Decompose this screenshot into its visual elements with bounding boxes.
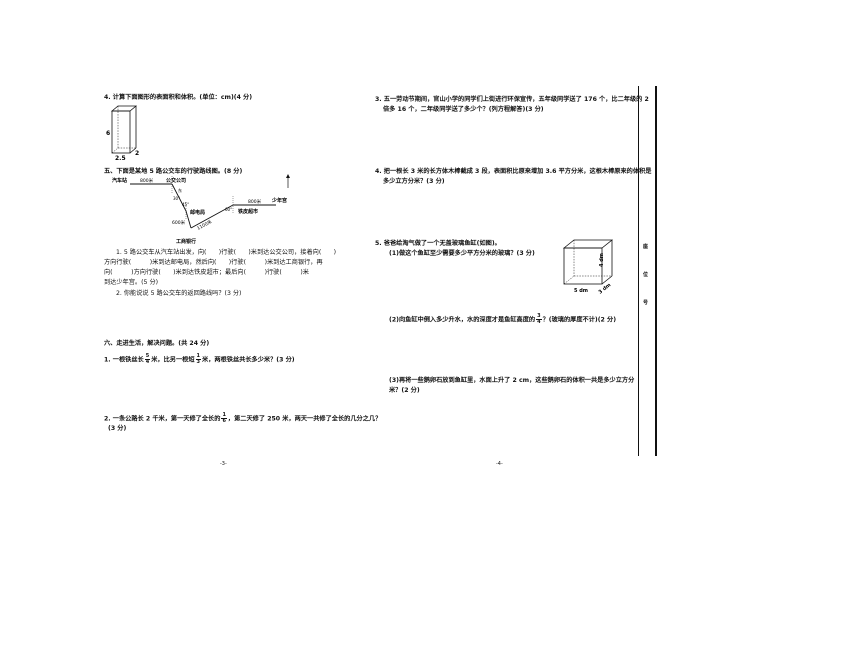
problem-1-part-c: 米，两根铁丝共长多少米？(3 分) (202, 356, 295, 364)
binding-line-left (638, 86, 639, 456)
problem-3-line1: 3. 五一劳动节期间，官山小学的同学们上街进行环保宣传，五年级同学送了 176 … (375, 96, 649, 103)
question-5-1-line4: 到达少年宫。(5 分) (104, 279, 159, 286)
map-label-30deg: 30° (173, 196, 180, 201)
problem-5-part-3-line1: (3)再将一些鹅卵石放到鱼缸里，水面上升了 2 cm，这些鹅卵石的体积一共是多少… (389, 377, 635, 384)
section-5-title: 五、下面是某地 5 路公交车的行驶路线图。(8 分) (104, 168, 243, 175)
problem-5-part-2-a: (2)向鱼缸中倒入多少升水，水的深度才是鱼缸高度的 (389, 316, 536, 324)
question-5-1-line3: 向( )方向行驶( )米到达铁皮超市；最后向( )行驶( )米 (104, 269, 309, 276)
map-label-800m-2: 800米 (248, 198, 262, 205)
problem-1-part-a: 1. 一根铁丝长 (104, 356, 144, 364)
map-label-45deg: 45° (182, 202, 189, 207)
cuboid-figure: 6 2.5 2 (106, 105, 139, 162)
binding-line-right (655, 86, 657, 456)
question-5-1-line2: 方向行驶( )米到达邮电局，然后向( )行驶( )米到达工商银行，再 (104, 259, 323, 266)
map-label-800m: 800米 (140, 177, 154, 184)
problem-5-intro: 5. 爸爸给淘气做了一个无盖玻璃鱼缸(如图)。 (375, 240, 501, 247)
binding-char-3: 号 (643, 300, 649, 306)
cuboid-height-label: 6 (106, 130, 110, 137)
map-label-supermarket: 铁皮超市 (238, 208, 258, 215)
cuboid-width-label: 2.5 (115, 155, 126, 162)
tank-height-label: 4 dm (599, 253, 605, 267)
binding-char-2: 位 (643, 272, 649, 278)
map-label-bus-station: 汽车站 (112, 177, 127, 184)
problem-4-line1: 4. 把一根长 3 米的长方体木棒截成 3 段，表面积比原来增加 3.6 平方分… (375, 168, 652, 175)
map-label-post-office: 邮电局 (190, 209, 205, 216)
section-6-title: 六、走进生活，解决问题。(共 24 分) (104, 340, 210, 347)
map-label-600m: 600米 (172, 219, 186, 226)
map-label-60deg: 60° (225, 207, 232, 212)
question-5-1-line1: 1. 5 路公交车从汽车站出发，向( )行驶( )米到达公交公司，接着向( ) (116, 249, 337, 256)
binding-char-1: 座 (643, 244, 649, 250)
problem-3-line2: 倍多 16 个，二年级同学送了多少个？(列方程解答)(3 分) (383, 106, 544, 113)
tank-width-label: 5 dm (574, 288, 588, 294)
problem-2-part-b: ，第二天修了 250 米，两天一共修了全长的几分之几？ (227, 415, 382, 423)
problem-1-part-b: 米，比另一根短 (151, 356, 195, 364)
map-label-bus-company: 公交公司 (166, 177, 186, 184)
problem-5-part-1: (1)做这个鱼缸至少需要多少平方分米的玻璃？(3 分) (389, 250, 535, 257)
problem-2-part-a: 2. 一条公路长 2 千米，第一天修了全长的 (104, 415, 221, 423)
cuboid-depth-label: 2 (135, 150, 139, 157)
problem-4-line2: 多少立方分米？(3 分) (383, 178, 445, 185)
problem-5-part-2-b: ？(玻璃的厚度不计)(2 分) (542, 316, 617, 324)
map-label-1100m: 1100米 (196, 218, 214, 232)
problem-2-points: (3 分) (108, 425, 127, 432)
bus-route-map: 汽车站 800米 公交公司 东 30° 邮电局 45° 600米 1100米 6… (112, 174, 290, 245)
fish-tank-figure: 4 dm 5 dm 3 dm (562, 239, 614, 294)
tank-depth-label: 3 dm (598, 282, 613, 294)
map-label-bank: 工商银行 (176, 238, 196, 245)
question-5-2: 2. 你能说说 5 路公交车的返回路线吗？(3 分) (116, 290, 242, 297)
map-label-east: 东 (178, 187, 182, 193)
question-4: 4. 计算下面图形的表面积和体积。(单位：cm)(4 分) (104, 94, 253, 101)
page-number-4: -4- (496, 461, 503, 467)
page-number-3: -3- (220, 461, 227, 467)
problem-5-part-3-line2: 米？(2 分) (389, 387, 420, 394)
map-label-childrens-palace: 少年宫 (271, 197, 287, 204)
